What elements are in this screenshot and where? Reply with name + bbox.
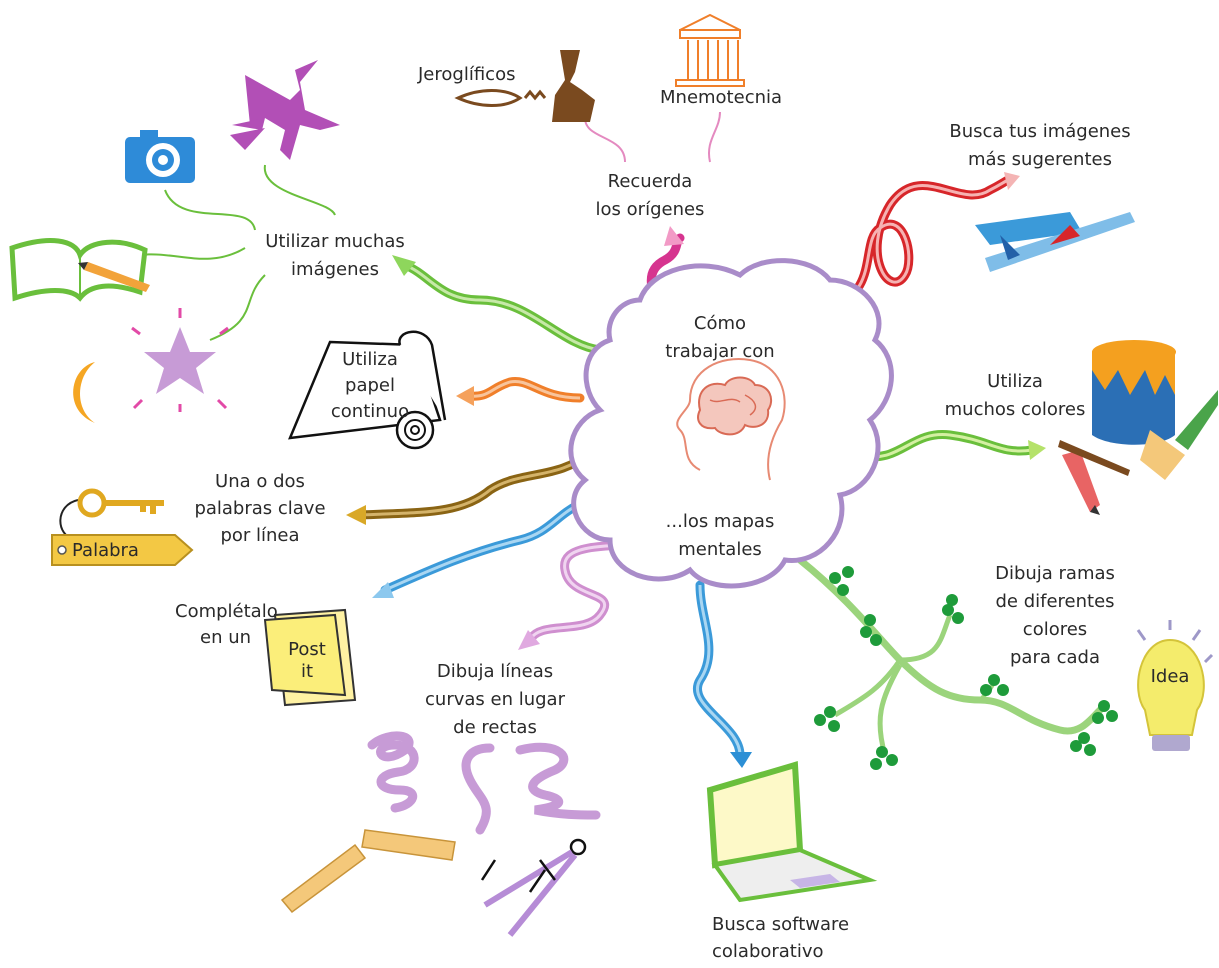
- branch-busca-imagenes: [825, 172, 1020, 310]
- label-papel-line3: continuo: [330, 401, 410, 422]
- center-title-line3: ...los mapas: [665, 511, 775, 532]
- lightbulb-rays: [1136, 620, 1214, 664]
- image-connectors: [119, 164, 336, 341]
- label-imagenes-line2: imágenes: [291, 259, 379, 280]
- lightbulb-icon: [1136, 620, 1214, 751]
- moon-icon: [73, 362, 95, 423]
- label-origenes-line2: los orígenes: [595, 199, 705, 220]
- tag-icon: [51, 534, 194, 566]
- ruler-icon: [280, 829, 456, 914]
- branch-curvas: [518, 540, 665, 650]
- label-papel-line2: papel: [345, 375, 395, 396]
- leaf-clusters: [814, 566, 1118, 770]
- brain-head-icon: [676, 358, 786, 481]
- label-origenes-line1: Recuerda: [607, 171, 693, 192]
- scribe-icon: [552, 50, 595, 122]
- label-ramas-line4: para cada: [1010, 647, 1100, 668]
- label-palabras-line3: por línea: [220, 525, 300, 546]
- temple-icon: [675, 13, 745, 87]
- star-rays: [131, 308, 229, 412]
- paintcan-icon: [1092, 340, 1176, 445]
- label-imagenes-line1: Utilizar muchas: [265, 231, 405, 252]
- label-colores-line2: muchos colores: [944, 399, 1086, 420]
- center-title-line4: mentales: [678, 539, 762, 560]
- center-title-line1: Cómo: [693, 313, 747, 334]
- branch-ramas: [796, 556, 1118, 770]
- branch-palabras: [346, 447, 595, 525]
- label-colores-line1: Utiliza: [987, 371, 1043, 392]
- compass-icon: [480, 838, 587, 937]
- shuttle-icon: [975, 212, 1135, 272]
- origin-connectors: [584, 111, 721, 163]
- book-icon: [9, 238, 148, 302]
- branch-colores: [855, 430, 1046, 462]
- label-software-line2: colaborativo: [712, 941, 824, 962]
- label-curvas-line2: curvas en lugar: [425, 689, 565, 710]
- brush-icon: [1140, 390, 1218, 480]
- eye-glyph-icon: [454, 89, 547, 107]
- postit-icon: [263, 608, 357, 707]
- label-ramas-line3: colores: [1022, 619, 1088, 640]
- label-ramas-line2: de diferentes: [995, 591, 1115, 612]
- key-icon: [77, 488, 164, 518]
- tag-label-palabra: Palabra: [72, 540, 139, 561]
- center-title-line2: trabajar con: [665, 341, 775, 362]
- label-papel-line1: Utiliza: [342, 349, 398, 370]
- curve-samples-icon: [367, 731, 601, 835]
- paint-pencil-icon: [1058, 440, 1130, 515]
- branch-papel: [456, 376, 585, 406]
- label-jeroglificos: Jeroglíficos: [418, 64, 516, 85]
- scroll-icon: [288, 330, 447, 450]
- camera-icon: [125, 130, 195, 183]
- label-mnemotecnia: Mnemotecnia: [660, 87, 783, 108]
- label-curvas-line3: de rectas: [453, 717, 537, 738]
- label-busca-imagenes-line2: más sugerentes: [968, 149, 1112, 170]
- star-icon: [131, 308, 229, 412]
- label-postit-line1: Complétalo: [175, 601, 278, 622]
- label-curvas-line1: Dibuja líneas: [436, 661, 554, 682]
- label-palabras-line1: Una o dos: [215, 471, 305, 492]
- label-software-line1: Busca software: [712, 914, 850, 935]
- postit-note-line2: it: [300, 661, 314, 682]
- label-busca-imagenes-line1: Busca tus imágenes: [949, 121, 1131, 142]
- label-palabras-line2: palabras clave: [194, 498, 326, 519]
- pencil-icon: [78, 262, 150, 292]
- witch-icon: [230, 60, 340, 160]
- label-postit-line2: en un: [200, 627, 252, 648]
- lightbulb-label-idea: Idea: [1150, 666, 1190, 687]
- branch-imagenes: [392, 255, 605, 355]
- postit-note-line1: Post: [288, 639, 326, 660]
- laptop-icon: [706, 761, 878, 903]
- label-ramas-line1: Dibuja ramas: [995, 563, 1115, 584]
- branch-software: [693, 580, 752, 768]
